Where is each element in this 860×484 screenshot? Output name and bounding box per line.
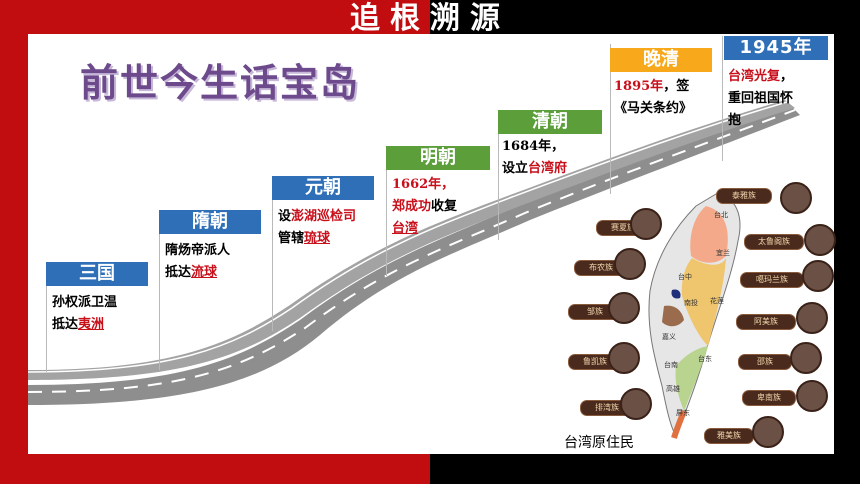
tribe-label: 阿美族 xyxy=(736,314,796,330)
tribe-portrait xyxy=(608,342,640,374)
tribe-portrait xyxy=(630,208,662,240)
desc-text: 隋炀帝派人 xyxy=(165,243,231,258)
desc-text: 抵达 xyxy=(165,265,192,280)
tribe-portrait xyxy=(804,224,836,256)
desc-text: 管辖 xyxy=(278,231,305,246)
tribe-portrait xyxy=(796,380,828,412)
desc-line: 1895年，签 xyxy=(614,76,720,98)
desc-line: 孙权派卫温 xyxy=(52,292,156,314)
desc-text: 《马关条约》 xyxy=(614,101,693,116)
aboriginal-map: 泰雅族 赛夏族 太鲁阁族 布农族 噶玛兰族 邹族 阿美族 鲁凯族 邵族 卑南族 … xyxy=(566,182,836,448)
tribe-portrait xyxy=(614,248,646,280)
desc-wanqing: 1895年，签《马关条约》 xyxy=(614,76,720,120)
highlight-term: 夷洲 xyxy=(78,317,105,332)
tribe-portrait xyxy=(796,302,828,334)
tribe-label: 噶玛兰族 xyxy=(740,272,804,288)
desc-suichao: 隋炀帝派人抵达流球 xyxy=(165,240,269,284)
era-label-wanqing: 晚清 xyxy=(610,48,712,72)
desc-yuanchao: 设澎湖巡检司管辖琉球 xyxy=(278,206,386,250)
highlight-term: 台湾 xyxy=(392,221,419,236)
taiwan-map-graphic xyxy=(648,193,741,439)
map-city-label: 屏东 xyxy=(676,409,690,417)
pole-1945 xyxy=(722,36,723,161)
red-term: 澎湖巡检司 xyxy=(291,209,357,224)
red-term: 郑成功 xyxy=(392,199,432,214)
highlight-term: 流球 xyxy=(191,265,218,280)
pole-yuanchao xyxy=(272,176,273,331)
desc-line: 抵达流球 xyxy=(165,262,269,284)
tribe-label: 泰雅族 xyxy=(716,188,772,204)
map-city-label: 宜兰 xyxy=(716,249,730,257)
red-term: 台湾府 xyxy=(528,161,568,176)
desc-line: 设立台湾府 xyxy=(502,158,606,180)
desc-text: 抱 xyxy=(728,113,742,128)
map-city-label: 台东 xyxy=(698,355,712,363)
map-caption: 台湾原住民 xyxy=(564,435,634,451)
tribe-portrait xyxy=(780,182,812,214)
main-heading: 前世今生话宝岛 xyxy=(80,60,361,105)
map-city-label: 嘉义 xyxy=(662,333,676,341)
red-term: 1895年 xyxy=(614,79,664,94)
desc-line: 台湾光复， xyxy=(728,66,832,88)
desc-line: 抵达夷洲 xyxy=(52,314,156,336)
desc-line: 管辖琉球 xyxy=(278,228,386,250)
desc-text: 抵达 xyxy=(52,317,79,332)
desc-line: 台湾 xyxy=(392,218,496,240)
era-label-sanguo: 三国 xyxy=(46,262,148,286)
pole-wanqing xyxy=(610,44,611,194)
tribe-portrait xyxy=(752,416,784,448)
map-city-label: 花莲 xyxy=(710,297,724,305)
desc-text: ，签 xyxy=(663,79,690,94)
pole-qingchao xyxy=(498,110,499,240)
desc-text: 设立 xyxy=(502,161,529,176)
desc-1945: 台湾光复， 重回祖国怀抱 xyxy=(728,66,832,132)
highlight-term: 琉球 xyxy=(304,231,331,246)
desc-line: 1684年， xyxy=(502,136,606,158)
desc-text: 孙权派卫温 xyxy=(52,295,118,310)
map-city-label: 高雄 xyxy=(666,385,680,393)
slide-title: 追根溯源 xyxy=(350,1,510,36)
era-label-qingchao: 清朝 xyxy=(498,110,602,134)
desc-text: 重回祖国怀 xyxy=(728,91,794,106)
desc-line: 重回祖国怀 xyxy=(728,88,832,110)
tribe-label: 邵族 xyxy=(738,354,792,370)
pole-sanguo xyxy=(46,262,47,372)
era-label-yuanchao: 元朝 xyxy=(272,176,374,200)
desc-text: 设 xyxy=(278,209,292,224)
map-city-label: 台南 xyxy=(664,361,678,369)
tribe-label: 雅美族 xyxy=(704,428,754,444)
tribe-label: 太鲁阁族 xyxy=(744,234,804,250)
desc-line: 1662年， xyxy=(392,174,496,196)
map-city-label: 台北 xyxy=(714,211,728,219)
map-city-label: 南投 xyxy=(684,299,698,307)
tribe-portrait xyxy=(620,388,652,420)
era-label-suichao: 隋朝 xyxy=(159,210,261,234)
pole-mingchao xyxy=(386,146,387,276)
desc-mingchao: 1662年，郑成功收复台湾 xyxy=(392,174,496,240)
desc-text: ， xyxy=(780,69,794,84)
desc-line: 《马关条约》 xyxy=(614,98,720,120)
era-label-mingchao: 明朝 xyxy=(386,146,490,170)
desc-qingchao: 1684年， 设立台湾府 xyxy=(502,136,606,180)
desc-line: 隋炀帝派人 xyxy=(165,240,269,262)
desc-text: 收复 xyxy=(431,199,458,214)
desc-sanguo: 孙权派卫温抵达夷洲 xyxy=(52,292,156,336)
tribe-portrait xyxy=(802,260,834,292)
tribe-label: 卑南族 xyxy=(742,390,796,406)
red-term: 1662年， xyxy=(392,177,455,192)
tribe-portrait xyxy=(608,292,640,324)
pole-suichao xyxy=(159,210,160,370)
map-city-label: 台中 xyxy=(678,273,692,281)
era-label-1945: 1945年 xyxy=(724,36,828,60)
tribe-portrait xyxy=(790,342,822,374)
desc-line: 郑成功收复 xyxy=(392,196,496,218)
desc-text: 1684年， xyxy=(502,139,565,154)
red-term: 台湾光复 xyxy=(728,69,781,84)
desc-line: 抱 xyxy=(728,110,832,132)
desc-line: 设澎湖巡检司 xyxy=(278,206,386,228)
